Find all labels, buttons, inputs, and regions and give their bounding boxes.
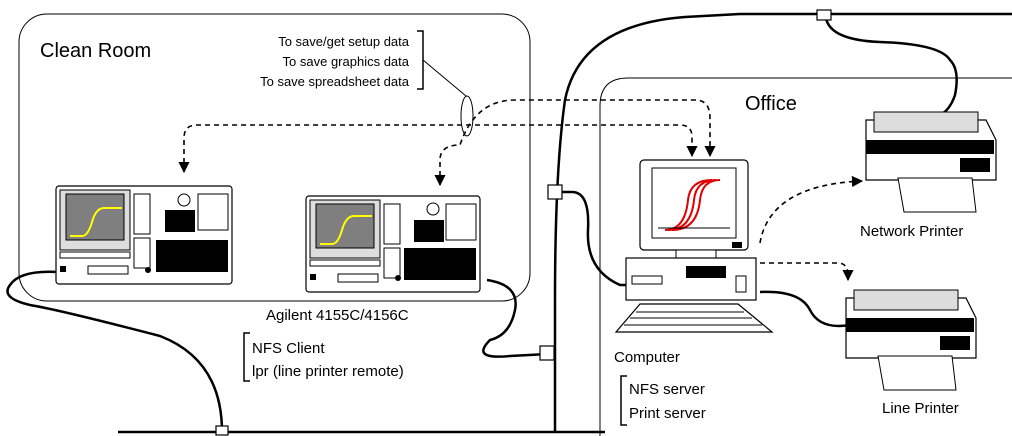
instrument-role-lpr: lpr (line printer remote) <box>252 363 404 380</box>
computer-trace-3 <box>671 179 721 231</box>
purpose-spreadsheet-data: To save spreadsheet data <box>260 74 410 89</box>
computer-roles-bracket <box>620 375 627 426</box>
network-printer <box>865 111 997 213</box>
data-flow-arrow-instrument-2 <box>434 99 716 187</box>
instrument-analyzer-2 <box>305 195 481 293</box>
data-flow-arrow-network-printer <box>759 175 864 244</box>
data-purposes-group: To save/get setup data To save graphics … <box>260 30 474 137</box>
clean-room-label: Clean Room <box>40 40 151 62</box>
instrument-roles-bracket <box>243 332 250 382</box>
computer-trace-1 <box>664 179 713 231</box>
data-flow-arrow-line-printer <box>760 262 854 282</box>
instrument-analyzer-1 <box>55 185 233 285</box>
computer-role-print-server: Print server <box>629 405 706 422</box>
office-label: Office <box>745 93 797 115</box>
purpose-setup-data: To save/get setup data <box>278 34 410 49</box>
computer <box>614 159 774 333</box>
line-printer <box>845 289 977 391</box>
instrument-label: Agilent 4155C/4156C <box>266 307 409 324</box>
network-cables <box>6 12 1012 434</box>
purpose-bracket <box>417 30 424 90</box>
network-printer-label: Network Printer <box>860 223 963 240</box>
data-flow-arrow-instrument-1 <box>178 124 698 174</box>
line-printer-label: Line Printer <box>882 400 959 417</box>
instrument-role-nfs-client: NFS Client <box>252 340 325 357</box>
instrument-2-trace <box>320 215 372 245</box>
purpose-ellipse <box>460 95 474 137</box>
computer-trace-2 <box>667 179 717 231</box>
instrument-1-trace <box>70 207 122 237</box>
purpose-graphics-data: To save graphics data <box>283 54 410 69</box>
computer-role-nfs-server: NFS server <box>629 381 705 398</box>
purpose-leader-line <box>422 59 467 97</box>
network-taps <box>215 9 832 436</box>
office-boundary <box>599 77 1012 436</box>
computer-label: Computer <box>614 349 680 366</box>
